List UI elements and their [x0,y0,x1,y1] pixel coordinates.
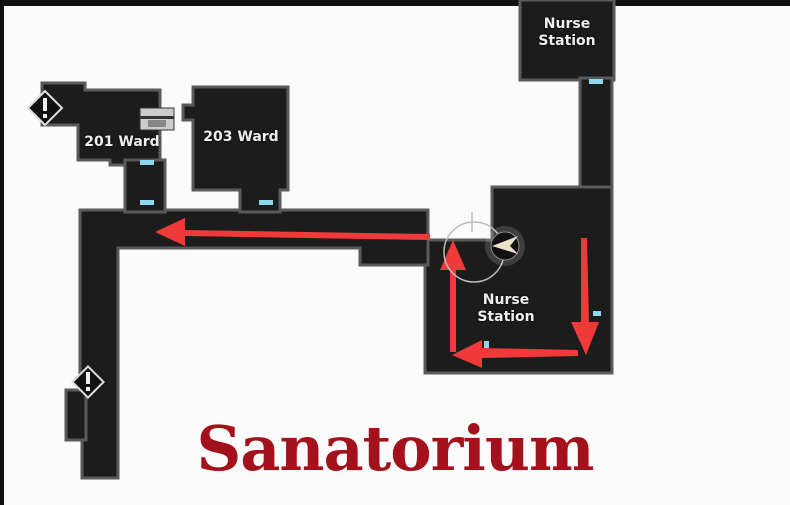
arrow-left-bottom [452,340,578,368]
warning-icon[interactable] [26,89,64,127]
arrow-left-long [155,218,430,246]
chest-icon[interactable] [139,107,175,131]
room-201-ward [40,81,162,167]
corridor-west-alcove [64,388,88,442]
room-label: Nurse Station [466,292,546,326]
route-arrows [155,218,599,368]
room-nurse-station-top [518,0,616,82]
door [140,200,154,205]
player-marker-icon [443,212,525,283]
door [593,311,601,316]
doors [140,79,603,348]
arrow-up [440,240,466,352]
door [484,341,489,348]
arrow-down [571,238,599,355]
corridor-east [578,76,614,195]
label-line: Nurse [482,292,530,308]
label-line: Station [538,33,596,49]
room-label: 203 Ward [203,129,279,145]
door [140,160,154,165]
door [589,79,603,84]
warning-icon[interactable] [71,365,105,399]
label-line: Nurse [543,16,591,32]
room-label: 201 Ward [84,134,160,150]
label-line: Station [477,309,535,325]
floor-plan [40,0,616,480]
map-title: Sanatorium [196,412,594,485]
room-203-ward [181,85,290,214]
room-label: Nurse Station [528,16,606,50]
door [259,200,273,205]
top-bar [0,0,790,6]
left-border [0,0,4,505]
